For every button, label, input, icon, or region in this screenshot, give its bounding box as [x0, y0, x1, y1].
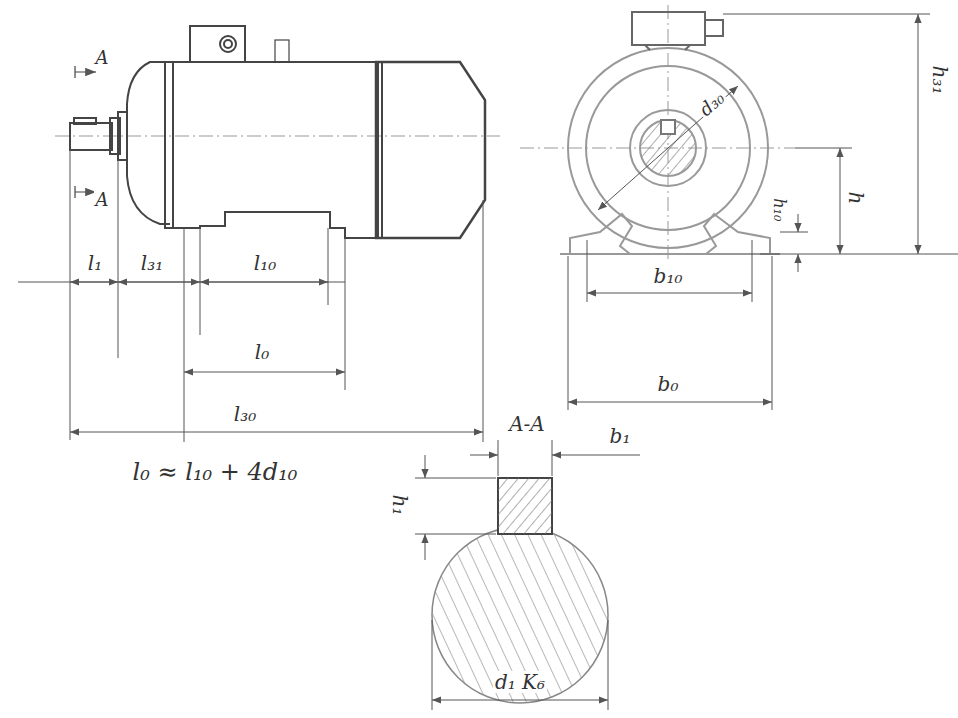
- dimension-label: l₃₁: [139, 252, 165, 274]
- section-mark: A: [94, 48, 111, 68]
- dimension-label: l₁₀: [252, 252, 278, 274]
- dimension-label: l₀: [253, 341, 271, 363]
- section-mark: A: [94, 190, 111, 210]
- dimension-label: d₃₀: [694, 87, 730, 121]
- dimension-label: h₁: [389, 493, 411, 518]
- dimension-label: b₁: [608, 425, 633, 447]
- dimension-label: b₁₀: [652, 265, 685, 287]
- dimension-label: d₁ K₆: [493, 671, 547, 693]
- dimension-label: h: [845, 190, 867, 207]
- dimension-label: l₁: [86, 252, 104, 274]
- front-view: [520, 5, 795, 262]
- front-dimensions: [568, 14, 958, 410]
- dimension-label: l₃₀: [232, 403, 258, 425]
- side-view: [55, 26, 500, 238]
- dimension-label: h₁₀: [771, 196, 789, 223]
- section-mark: A-A: [507, 413, 547, 435]
- formula-note: l₀ ≈ l₁₀ + 4d₁₀: [131, 459, 300, 485]
- side-dimensions: [18, 150, 483, 442]
- dimension-label: h₃₁: [929, 64, 951, 97]
- dimension-label: b₀: [656, 373, 681, 395]
- shaft-section: [415, 440, 640, 710]
